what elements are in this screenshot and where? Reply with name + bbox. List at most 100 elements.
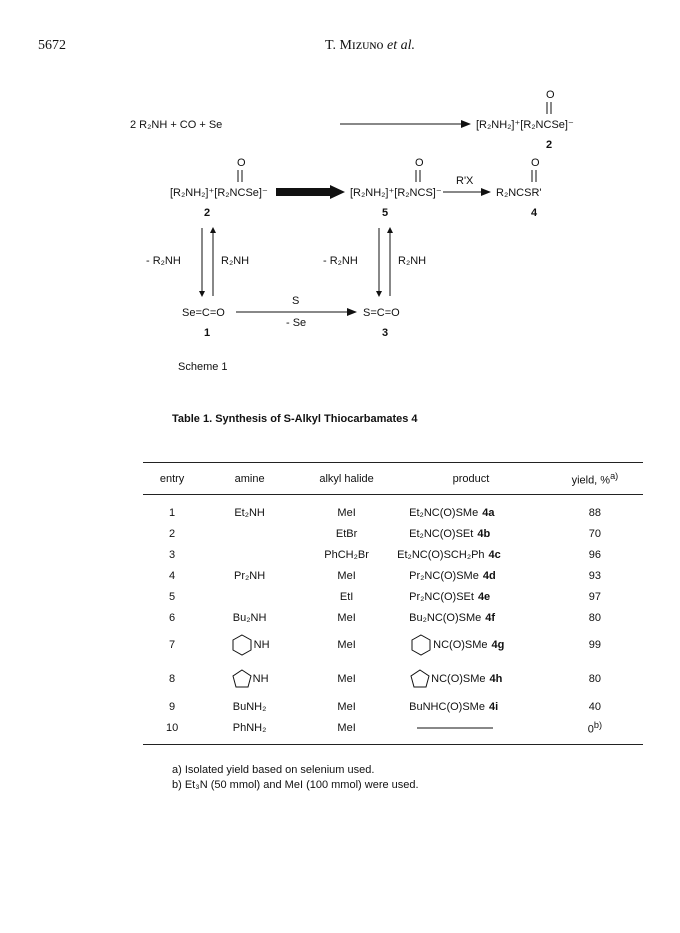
cell-amine: NH	[201, 628, 298, 662]
compound-code: 4d	[482, 569, 496, 582]
no-product-dash	[417, 727, 494, 729]
footnote-b: b) Et₃N (50 mmol) and MeI (100 mmol) wer…	[172, 779, 419, 791]
cell-halide: PhCH₂Br	[324, 548, 369, 561]
cell-halide: MeI	[337, 721, 356, 734]
compound-number: 5	[382, 207, 388, 219]
ring-amine: NH	[252, 672, 269, 685]
piperidine-ring-icon	[232, 634, 252, 656]
running-head: T. Mɪᴢᴜɴᴏ et al.	[270, 38, 470, 54]
table-top-rule	[143, 462, 643, 463]
product-formula: Et₂NC(O)SEt	[409, 527, 474, 540]
compound-code: 4a	[482, 506, 495, 519]
pyrrolidine-ring-icon	[410, 669, 430, 688]
compound-code: 4c	[488, 548, 501, 561]
cell-entry: 6	[169, 611, 176, 624]
reaction-scheme: 2 R₂NH + CO + Se O [R₂NH₂]⁺[R₂NCSe]⁻ 2 O…	[130, 89, 574, 339]
product-formula: BuNHC(O)SMe	[409, 700, 485, 713]
col-yield: yield, %a)	[547, 468, 643, 490]
table-title: Table 1. Synthesis of S-Alkyl Thiocarbam…	[172, 413, 418, 425]
cell-halide: MeI	[337, 639, 356, 651]
compound-code: 4e	[477, 590, 491, 603]
cell-amine: BuNH₂	[232, 700, 267, 713]
cell-amine: Et₂NH	[234, 506, 265, 519]
col-halide: alkyl halide	[319, 473, 374, 485]
compound-number: 3	[382, 327, 388, 339]
table-row: 10 PhNH₂ MeI 0b)	[143, 717, 643, 738]
et-al: et al.	[387, 38, 416, 53]
cell-halide: MeI	[337, 506, 356, 519]
row3-right: S=C=O	[363, 307, 400, 319]
cell-amine: NH	[201, 662, 298, 696]
cell-yield: 96	[588, 548, 602, 561]
col-product: product	[452, 473, 490, 485]
cell-amine: Bu₂NH	[232, 611, 267, 624]
cell-amine	[201, 586, 298, 607]
compound-number: 1	[204, 327, 210, 339]
cell-yield: 97	[588, 590, 602, 603]
row3-left: Se=C=O	[182, 307, 225, 319]
cell-entry: 1	[169, 506, 176, 519]
compound-code: 4g	[491, 638, 505, 651]
cell-entry: 10	[165, 721, 179, 734]
scheme-caption: Scheme 1	[178, 361, 228, 373]
row2-mid: [R₂NH₂]⁺[R₂NCS]⁻	[350, 187, 442, 199]
cell-entry: 2	[169, 527, 176, 540]
compound-number: 2	[204, 207, 210, 219]
cell-product	[395, 717, 547, 738]
product-formula: Bu₂NC(O)SMe	[409, 611, 482, 624]
product-formula: NC(O)SMe	[431, 672, 486, 685]
cell-amine: PhNH₂	[232, 721, 267, 734]
cell-entry: 4	[169, 569, 176, 582]
table-header-rule	[143, 494, 643, 495]
cell-yield: 70	[588, 527, 602, 540]
oxygen-label: O	[546, 89, 555, 101]
cell-halide: EtI	[339, 590, 354, 603]
col-entry: entry	[159, 473, 185, 485]
row3-below: - Se	[286, 317, 306, 329]
cell-yield: 80	[588, 611, 602, 624]
cell-yield: 99	[588, 639, 602, 651]
eq-plus-amine: R₂NH	[398, 255, 426, 267]
footnote-a: a) Isolated yield based on selenium used…	[172, 764, 375, 776]
cell-amine	[201, 523, 298, 544]
yield-sup: b)	[593, 719, 603, 730]
product-formula: Et₂NC(O)SCH₂Ph	[397, 548, 485, 561]
eq-minus-amine: - R₂NH	[146, 255, 181, 267]
cell-entry: 3	[169, 548, 176, 561]
table-header-row: entry amine alkyl halide product yield, …	[143, 468, 643, 490]
yield-value: 0	[587, 723, 594, 736]
oxygen-label: O	[415, 157, 424, 169]
product-formula: NC(O)SMe	[433, 638, 488, 651]
author-name: T. Mɪᴢᴜɴᴏ	[324, 38, 384, 53]
pyrrolidine-ring-icon	[232, 669, 252, 688]
row1-reactants: 2 R₂NH + CO + Se	[130, 119, 222, 131]
bold-arrow	[276, 185, 345, 199]
yield-sup: a)	[610, 471, 619, 482]
ring-amine: NH	[253, 638, 270, 651]
row3-above: S	[292, 295, 299, 307]
cell-entry: 8	[169, 673, 176, 685]
compound-code: 4h	[489, 672, 503, 685]
cell-entry: 5	[169, 590, 176, 603]
cell-yield: 40	[588, 700, 602, 713]
compound-number: 4	[531, 207, 538, 219]
piperidine-ring-icon	[411, 634, 431, 656]
page-number: 5672	[38, 38, 66, 53]
eq-plus-amine: R₂NH	[221, 255, 249, 267]
cell-amine	[201, 544, 298, 565]
cell-yield: 88	[588, 506, 602, 519]
compound-code: 4b	[477, 527, 491, 540]
